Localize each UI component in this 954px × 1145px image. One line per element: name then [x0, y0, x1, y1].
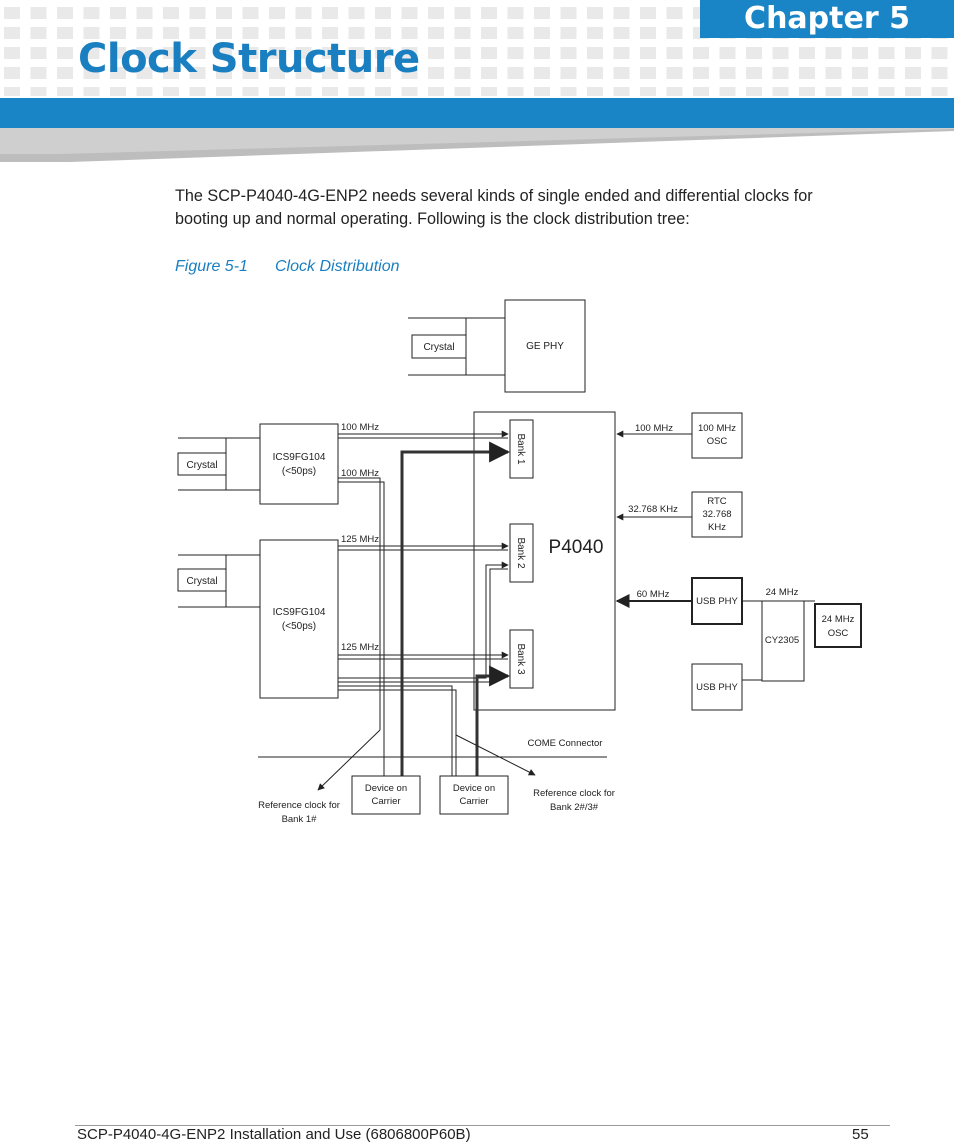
header-blue-bar: [0, 98, 954, 128]
right-side-connections: [615, 430, 815, 681]
ics9fg104-chip-1: [259, 423, 339, 505]
footer-page-number: 55: [852, 1126, 869, 1143]
figure-number: Figure 5-1: [175, 258, 248, 275]
osc24-line1: 24 MHz: [822, 614, 855, 625]
ics9fg104-chip-2: [259, 539, 339, 699]
crystal-2-label: Crystal: [186, 576, 217, 587]
crystal-top-label: Crystal: [423, 342, 454, 353]
ics2-label-line2: (<50ps): [282, 621, 316, 632]
crystal-box-2: [177, 568, 227, 592]
ref1-line2: Bank 1#: [282, 814, 318, 825]
crystal-1-label: Crystal: [186, 460, 217, 471]
device-on-carrier-box-1: [351, 775, 421, 815]
cy2305-label: CY2305: [765, 635, 799, 646]
header-gray-wedge: [0, 128, 954, 162]
bank-3-label: Bank 3: [515, 643, 526, 675]
ref2-line2: Bank 2#/3#: [550, 802, 599, 813]
freq-rtc-label: 32.768 KHz: [628, 504, 678, 515]
figure-caption: Figure 5-1 Clock Distribution: [175, 258, 399, 276]
crystal-box-top: [411, 334, 467, 359]
ge-phy-crystal-group: Crystal GE PHY: [408, 299, 586, 393]
intro-paragraph: The SCP-P4040-4G-ENP2 needs several kind…: [175, 187, 813, 228]
figure-title: Clock Distribution: [275, 258, 400, 275]
chapter-tab: Chapter 5: [700, 0, 954, 38]
device-to-bank-thick-lines: [400, 441, 511, 776]
freq-100-osc-label: 100 MHz: [635, 423, 673, 434]
osc24-line2: OSC: [828, 628, 849, 639]
device2-line1: Device on: [453, 783, 495, 794]
freq-100-label-b: 100 MHz: [341, 468, 379, 479]
osc100-line1: 100 MHz: [698, 423, 736, 434]
come-connector-label: COME Connector: [528, 738, 603, 749]
ref1-line1: Reference clock for: [258, 800, 340, 811]
bank-3-box: [509, 629, 534, 689]
usb-phy-box-1: [691, 577, 743, 625]
rtc-line2: 32.768: [702, 509, 731, 520]
freq-100-label-a: 100 MHz: [341, 422, 379, 433]
clock-distribution-diagram: Crystal GE PHY Crystal Crystal ICS9FG104…: [177, 299, 862, 825]
ge-phy-label: GE PHY: [526, 341, 564, 352]
rtc-line1: RTC: [707, 496, 726, 507]
bank-1-label: Bank 1: [515, 433, 526, 465]
freq-125-label-a: 125 MHz: [341, 534, 379, 545]
usb-phy-box-2: [691, 663, 743, 711]
usb-phy-2-label: USB PHY: [696, 682, 738, 693]
ge-phy-box: [504, 299, 586, 393]
crystal-box-1: [177, 452, 227, 476]
ref2-line1: Reference clock for: [533, 788, 615, 799]
freq-24-label: 24 MHz: [766, 587, 799, 598]
crystals-left: Crystal Crystal: [177, 437, 260, 608]
osc-24mhz-box: [814, 603, 862, 648]
freq-60-label: 60 MHz: [637, 589, 670, 600]
osc-100mhz-box: [691, 412, 743, 459]
ics2-label-line1: ICS9FG104: [273, 607, 326, 618]
freq-125-label-b: 125 MHz: [341, 642, 379, 653]
p4040-box: [473, 411, 616, 711]
device1-line1: Device on: [365, 783, 407, 794]
bank-2-box: [509, 523, 534, 583]
usb-phy-1-label: USB PHY: [696, 596, 738, 607]
p4040-label: P4040: [549, 537, 604, 558]
reference-clock-arrows: [317, 729, 536, 791]
footer-divider: [75, 1125, 890, 1126]
cy2305-box: [761, 600, 805, 682]
device1-line2: Carrier: [371, 796, 400, 807]
ics1-label-line1: ICS9FG104: [273, 452, 326, 463]
rtc-line3: KHz: [708, 522, 726, 533]
osc100-line2: OSC: [707, 436, 728, 447]
bank-2-label: Bank 2: [515, 537, 526, 569]
device-on-carrier-box-2: [439, 775, 509, 815]
rtc-box: [691, 491, 743, 538]
page-title: Clock Structure: [78, 36, 420, 82]
ics2-to-banks-lines: [338, 542, 509, 776]
device2-line2: Carrier: [459, 796, 488, 807]
footer-doc-title: SCP-P4040-4G-ENP2 Installation and Use (…: [77, 1126, 471, 1143]
ics1-label-line2: (<50ps): [282, 466, 316, 477]
